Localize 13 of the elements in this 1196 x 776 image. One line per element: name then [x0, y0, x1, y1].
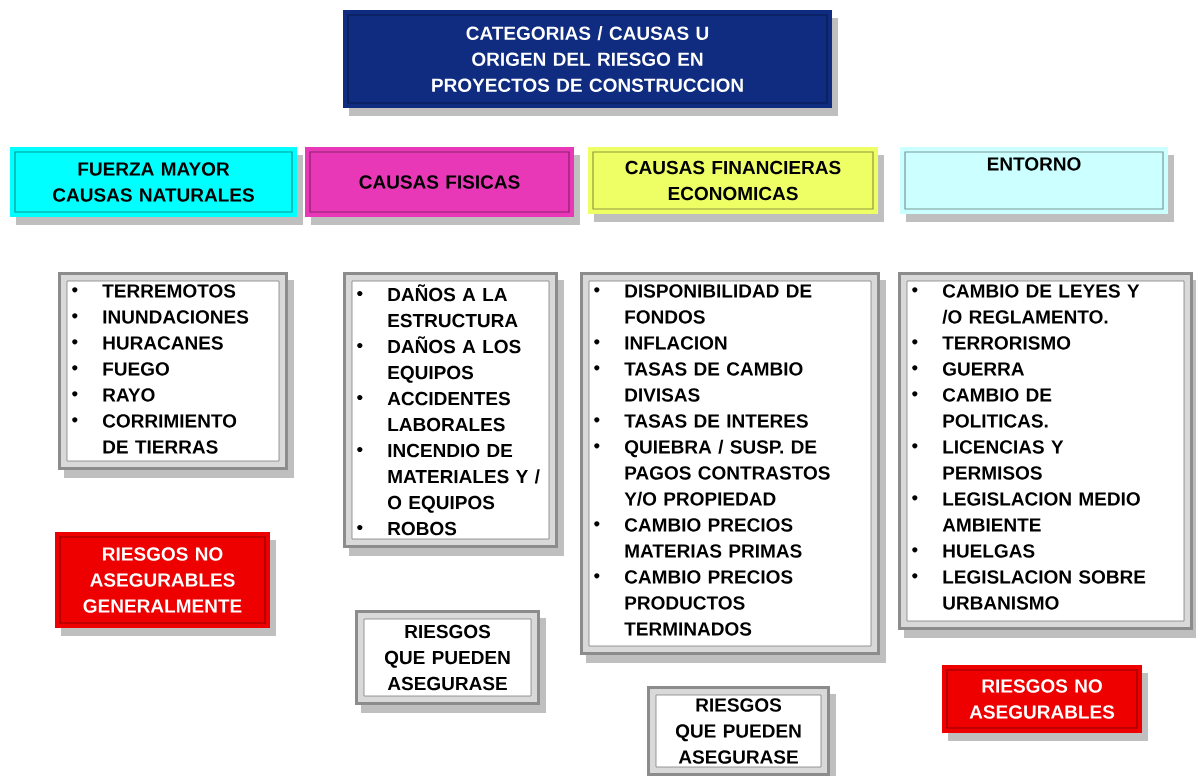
- category-box: CAUSAS FISICAS: [305, 147, 580, 225]
- category-box: ENTORNO: [900, 147, 1174, 222]
- note-box: RIESGOS NO ASEGURABLES: [942, 665, 1148, 741]
- title-box: CATEGORIAS / CAUSAS U ORIGEN DEL RIESGO EN PROYECTOS DE CONSTRUCCION: [343, 10, 838, 116]
- list-box: DISPONIBILIDAD DE FONDOS INFLACION TASAS DE CAMBIO DIVISAS TASAS DE INTERES QUIEBRA / SUSP. DE PAGOS CONTRASTOS Y/O PROPIEDAD CAMBIO PRECIOS MATERIAS PRIMAS CAMBIO PRECIOS PRODUCTOS TERMINADOS: [580, 272, 886, 663]
- list-box: TERREMOTOS INUNDACIONES HURACANES FUEGO RAYO CORRIMIENTO DE TIERRAS: [58, 272, 294, 478]
- note-box: RIESGOS QUE PUEDEN ASEGURASE: [355, 610, 546, 713]
- note-box: RIESGOS NO ASEGURABLES GENERALMENTE: [55, 532, 276, 636]
- list-box: CAMBIO DE LEYES Y /O REGLAMENTO. TERRORISMO GUERRA CAMBIO DE POLITICAS. LICENCIAS Y PERMISOS LEGISLACION MEDIO AMBIENTE HUELGAS LEGISLACION SOBRE URBANISMO: [898, 272, 1196, 638]
- category-box: CAUSAS FINANCIERAS ECONOMICAS: [588, 147, 884, 222]
- list-box: DAÑOS A LA ESTRUCTURA DAÑOS A LOS EQUIPOS ACCIDENTES LABORALES INCENDIO DE MATERIALES Y / O EQUIPOS ROBOS: [343, 272, 564, 556]
- category-box: FUERZA MAYOR CAUSAS NATURALES: [10, 147, 303, 225]
- note-box: RIESGOS QUE PUEDEN ASEGURASE: [647, 686, 836, 776]
